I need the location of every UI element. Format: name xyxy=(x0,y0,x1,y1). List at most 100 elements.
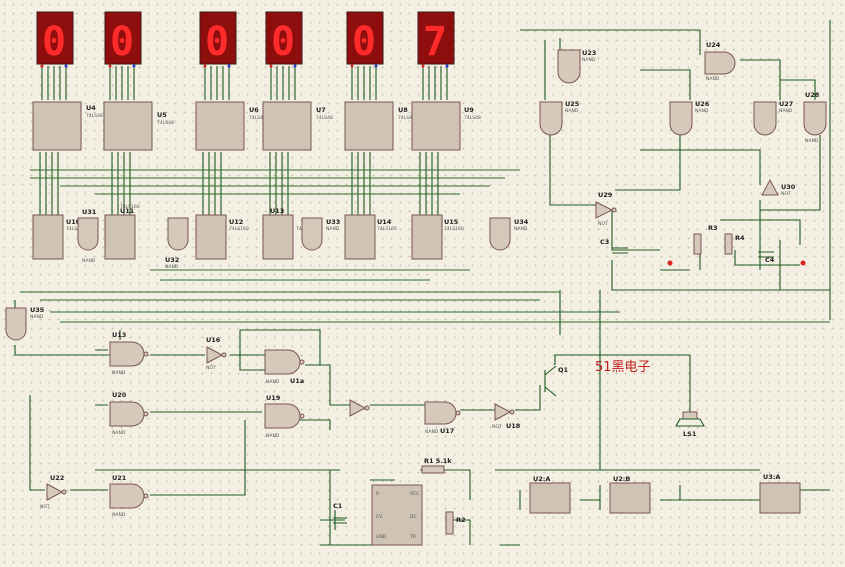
gate-u35-val: NAND xyxy=(30,314,44,320)
counter-chips: U10 74LS160 U11 74LS160 U12 74LS160 U13 … xyxy=(32,204,464,260)
flipflop-u2a: U2:A xyxy=(529,475,571,514)
counter-u10-val: 74LS160 xyxy=(66,226,86,232)
flipflop-u3a-label: U3:A xyxy=(763,473,780,481)
timer-555: R VCC CV DC GND TR xyxy=(371,484,423,546)
counter-u11-val: 74LS160 xyxy=(120,204,140,210)
gate-u31: U31 NAND xyxy=(77,208,99,264)
gate-u29-val: NOT xyxy=(598,221,608,227)
gate-u22-val: NOT xyxy=(40,504,50,510)
gate-u1a-ref: U1a xyxy=(290,377,304,385)
capacitor-c4-label: C4 xyxy=(765,256,775,264)
gate-u27-ref: U27 xyxy=(779,100,793,108)
resistor-r4: R4 xyxy=(724,233,745,255)
buffer-u16b xyxy=(349,399,370,417)
gate-u32-val: NAND xyxy=(165,264,179,270)
gate-u27-val: NAND xyxy=(779,108,793,114)
flipflop-u2a-label: U2:A xyxy=(533,475,550,483)
gate-u18-ref: U18 xyxy=(506,422,521,430)
gate-u28: U28 NAND xyxy=(803,91,827,144)
capacitor-c3: C3 xyxy=(600,238,628,254)
gate-u1a-val: NAND xyxy=(266,379,280,385)
timer-and-passives: R VCC CV DC GND TR R1 5.1k R2 C1 U2:A U2… xyxy=(333,224,801,546)
pin-markers xyxy=(40,64,806,266)
gate-u26: U26 NAND xyxy=(669,100,710,136)
gate-u21-ref: U21 xyxy=(112,474,127,482)
speaker-ls1-label: LS1 xyxy=(683,430,697,438)
gate-u19-ref: U19 xyxy=(266,394,281,402)
display-digit-2-value: 0 xyxy=(110,19,134,65)
capacitor-c1-label: C1 xyxy=(333,502,343,510)
decoder-u9-val: 74LS48 xyxy=(464,115,481,121)
capacitor-c1: C1 xyxy=(333,502,347,524)
counter-u13-ref: U13 xyxy=(270,207,284,215)
decoder-u6-val: 74LS48 xyxy=(249,115,266,121)
gate-u20-val: NAND xyxy=(112,430,126,436)
resistor-r1-label: R1 5.1k xyxy=(424,457,452,465)
display-digit-5: 0 xyxy=(346,11,384,65)
decoder-u9-ref: U9 xyxy=(464,106,474,114)
gate-u27: U27 NAND xyxy=(753,100,793,136)
counter-u12: U12 74LS160 xyxy=(195,214,249,260)
gate-u19: U19 NAND xyxy=(264,394,305,439)
counter-u14-val: 74LS160 xyxy=(377,226,397,232)
resistor-r2-label: R2 xyxy=(456,516,466,524)
display-digit-3: 0 xyxy=(199,11,237,65)
svg-text:GND: GND xyxy=(376,534,387,540)
gate-u34-val: NAND xyxy=(514,226,528,232)
gate-u21: U21 NAND xyxy=(109,474,149,518)
decoder-u7: U7 74LS48 xyxy=(262,101,333,151)
gate-u30-val: NOT xyxy=(781,191,791,197)
resistor-r2: R2 xyxy=(445,511,466,535)
gate-u34-ref: U34 xyxy=(514,218,529,226)
gate-u25: U25 NAND xyxy=(539,100,580,136)
gate-u29-ref: U29 xyxy=(598,191,613,199)
decoder-u7-val: 74LS48 xyxy=(316,115,333,121)
transistor-q1: Q1 xyxy=(544,365,569,397)
decoder-u4: U4 74LS48 xyxy=(32,101,103,151)
gate-u32: U32 NAND xyxy=(165,217,189,270)
gate-u24: U24 NAND xyxy=(704,41,736,82)
gate-u33-ref: U33 xyxy=(326,218,340,226)
decoder-u9: U9 74LS48 xyxy=(411,101,481,151)
display-digit-4-value: 0 xyxy=(271,19,295,65)
decoder-u7-ref: U7 xyxy=(316,106,326,114)
display-digit-5-value: 0 xyxy=(352,19,376,65)
counter-u15: U15 74LS160 xyxy=(411,214,464,260)
decoder-u5: U5 74LS48 xyxy=(103,101,174,151)
counter-u14-ref: U14 xyxy=(377,218,392,226)
gate-u29: U29 NOT xyxy=(595,191,617,227)
display-digit-4: 0 xyxy=(265,11,303,65)
gate-u13: U13 NAND xyxy=(109,331,149,376)
gate-u1a: U1a NAND xyxy=(264,349,305,385)
gate-u13-val: NAND xyxy=(112,370,126,376)
gate-u23-val: NAND xyxy=(582,57,596,63)
gate-u20: U20 NAND xyxy=(109,391,149,436)
svg-text:CV: CV xyxy=(376,514,383,520)
decoder-u4-val: 74LS48 xyxy=(86,113,103,119)
svg-text:DC: DC xyxy=(410,514,417,520)
gate-u23-ref: U23 xyxy=(582,49,596,57)
display-digit-1: 0 xyxy=(36,11,74,65)
decoder-u8: U8 74LS48 xyxy=(344,101,415,151)
gate-u34: U34 NAND xyxy=(489,217,529,251)
svg-text:VCC: VCC xyxy=(410,491,419,497)
gate-u17-val: NAND xyxy=(425,429,439,435)
gate-u31-ref: U31 xyxy=(82,208,97,216)
speaker-ls1: LS1 xyxy=(675,411,705,438)
flipflop-u2b: U2:B xyxy=(609,475,651,514)
counter-u12-ref: U12 xyxy=(229,218,243,226)
gate-u22: U22 NOT xyxy=(40,474,67,510)
decoder-u5-val: 74LS48 xyxy=(157,120,174,126)
display-digit-1-value: 0 xyxy=(42,19,66,65)
capacitor-c4: C4 xyxy=(758,251,775,264)
counter-u12-val: 74LS160 xyxy=(229,226,249,232)
gate-u25-val: NAND xyxy=(565,108,579,114)
gate-u35-ref: U35 xyxy=(30,306,45,314)
gate-u25-ref: U25 xyxy=(565,100,580,108)
gate-u16: U16 NOT xyxy=(206,336,227,371)
svg-text:R: R xyxy=(376,491,379,497)
decoder-u8-val: 74LS48 xyxy=(398,115,415,121)
resistor-r1: R1 5.1k xyxy=(421,457,452,474)
gate-u35: U35 NAND xyxy=(5,306,45,341)
